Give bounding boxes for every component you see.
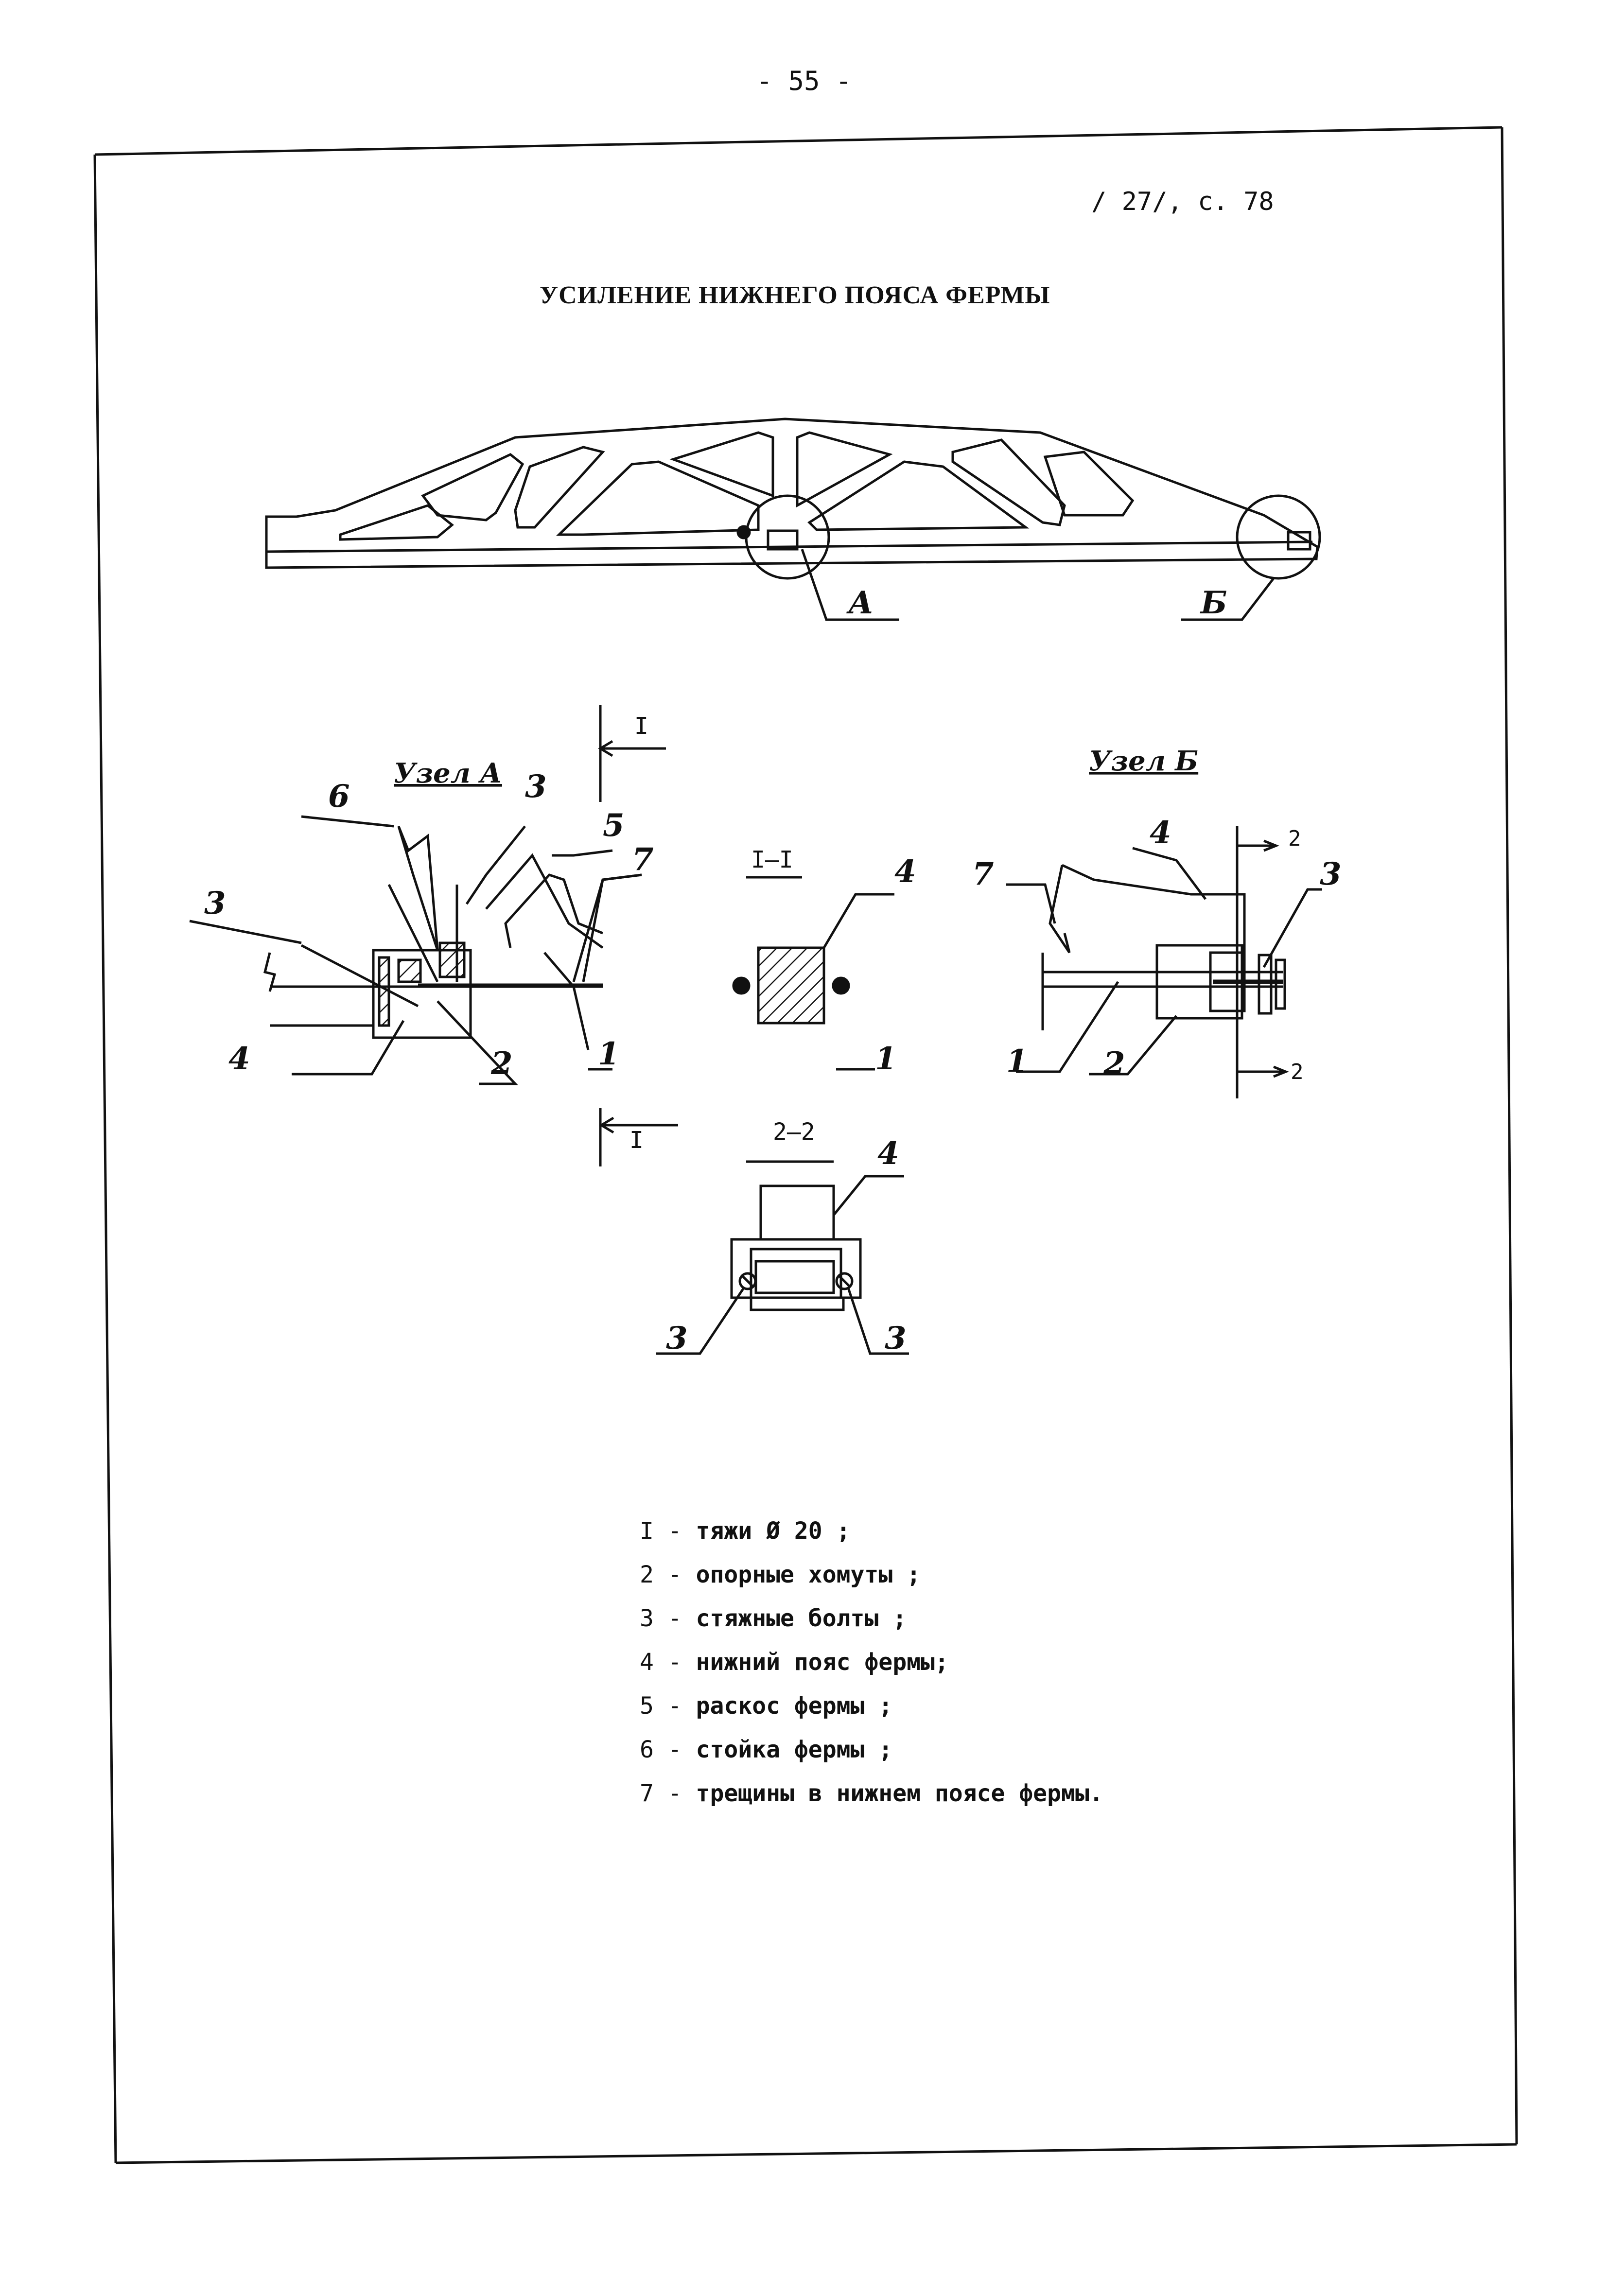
uzel-a-callout-4: 4: [228, 1041, 250, 1077]
source-reference: / 27/, с. 78: [1091, 187, 1274, 216]
section-i-i-title: I–I: [751, 846, 793, 873]
truss-node-a-marker: [736, 494, 899, 621]
section-2-label-bottom: 2: [1291, 1060, 1304, 1084]
legend-item: 2 - опорные хомуты ;: [640, 1561, 921, 1588]
legend-text: опорные хомуты ;: [696, 1561, 921, 1588]
section-2-2-callout-4: 4: [877, 1135, 899, 1172]
legend-num: I: [640, 1517, 654, 1545]
uzel-a-callout-1: 1: [598, 1036, 620, 1072]
legend-item: 7 - трещины в нижнем поясе фермы.: [640, 1780, 1103, 1807]
page-frame: [93, 126, 1518, 2164]
page-title: УСИЛЕНИЕ НИЖНЕГО ПОЯСА ФЕРМЫ: [540, 281, 1050, 309]
uzel-a-callout-6: 6: [328, 778, 350, 815]
uzel-a-callout-2: 2: [490, 1045, 513, 1082]
uzel-a-callout-3-top: 3: [525, 768, 547, 805]
uzel-b-callout-7: 7: [972, 856, 994, 892]
legend-item: 5 - раскос фермы ;: [640, 1692, 893, 1720]
legend-text: стойка фермы ;: [696, 1736, 893, 1763]
legend-num: 2: [640, 1561, 654, 1588]
legend-num: 3: [640, 1605, 654, 1632]
section-2-label-top: 2: [1288, 826, 1301, 851]
uzel-a-drawing: [189, 815, 642, 1085]
legend-text: стяжные болты ;: [696, 1605, 907, 1632]
section-i-cut-marks: [598, 705, 678, 1166]
uzel-b-callout-3: 3: [1320, 856, 1342, 892]
uzel-a-callout-7: 7: [632, 841, 654, 878]
section-2-2-callout-3-left: 3: [666, 1320, 688, 1357]
legend-item: 4 - нижний пояс фермы;: [640, 1649, 949, 1676]
node-b-label: Б: [1200, 585, 1227, 621]
legend-num: 5: [640, 1692, 654, 1720]
legend-item: 6 - стойка фермы ;: [640, 1736, 893, 1763]
truss-node-b-marker: [1181, 494, 1321, 621]
section-i-label-bottom: I: [629, 1127, 644, 1154]
uzel-b-callout-1: 1: [1006, 1043, 1028, 1079]
uzel-b-title: Узел Б: [1089, 745, 1198, 777]
legend-text: тяжи Ø 20 ;: [696, 1517, 851, 1545]
uzel-b-drawing: [1006, 826, 1322, 1098]
legend-num: 6: [640, 1736, 654, 1763]
legend-num: 4: [640, 1649, 654, 1676]
uzel-a-callout-5: 5: [603, 807, 625, 844]
section-2-2-title: 2–2: [773, 1118, 815, 1146]
section-i-label-top: I: [634, 713, 648, 740]
section-2-2-callout-3-right: 3: [885, 1320, 907, 1357]
uzel-b-callout-2: 2: [1103, 1045, 1125, 1082]
node-a-label: А: [846, 585, 874, 621]
legend-num: 7: [640, 1780, 654, 1807]
section-i-i-drawing: [732, 893, 894, 1071]
section-2-2-drawing: [656, 1175, 909, 1355]
uzel-b-callout-4: 4: [1150, 815, 1171, 851]
legend-text: трещины в нижнем поясе фермы.: [696, 1780, 1103, 1807]
legend: I - тяжи Ø 20 ; 2 - опорные хомуты ; 3 -…: [640, 1509, 1103, 1815]
legend-text: нижний пояс фермы;: [696, 1649, 949, 1676]
uzel-a-title: Узел А: [394, 757, 502, 789]
legend-text: раскос фермы ;: [696, 1692, 893, 1720]
section-i-i-callout-4: 4: [894, 853, 916, 890]
legend-item: 3 - стяжные болты ;: [640, 1605, 907, 1632]
legend-item: I - тяжи Ø 20 ;: [640, 1517, 851, 1545]
page-number: - 55 -: [756, 66, 852, 96]
section-i-i-callout-1: 1: [875, 1041, 897, 1077]
truss-elevation: [265, 417, 1319, 569]
uzel-a-callout-3-left: 3: [204, 885, 226, 922]
